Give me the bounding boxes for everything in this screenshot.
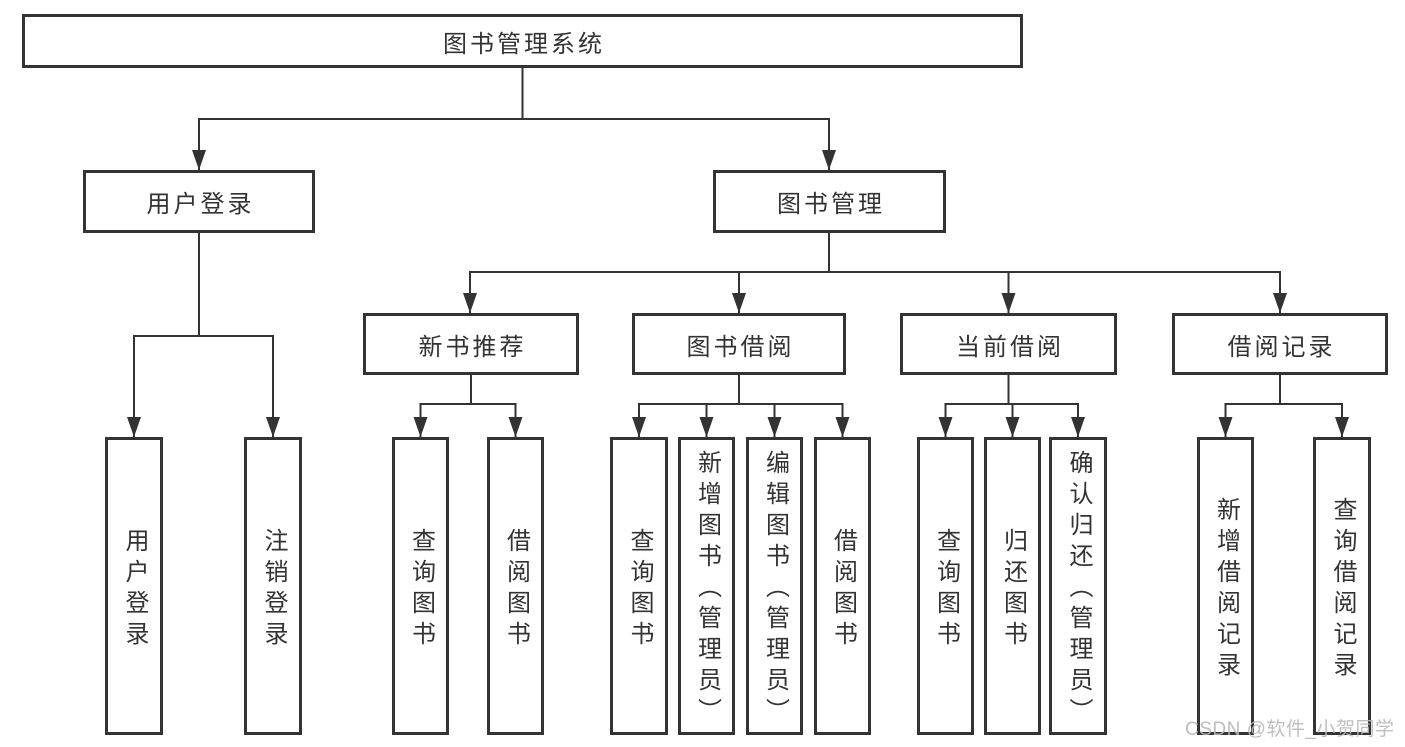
node-current-borrowing: 当前借阅 (900, 313, 1117, 375)
node-borrowing-records: 借阅记录 (1172, 313, 1388, 375)
node-label: 查询图书 (626, 527, 653, 652)
node-label: 用户登录 (146, 191, 255, 218)
leaf-confirm-return-admin: 确认归还（管理员） (1049, 437, 1107, 735)
node-label: 编辑图书（管理员） (761, 450, 789, 729)
node-book-management: 图书管理 (713, 170, 946, 233)
node-label: 新书推荐 (418, 333, 527, 361)
node-label: 借阅图书 (829, 527, 857, 652)
node-label: 借阅图书 (502, 527, 530, 652)
leaf-borrow-books-recommend: 借阅图书 (487, 437, 544, 735)
leaf-borrow-books: 借阅图书 (814, 437, 871, 735)
node-label: 新增借阅记录 (1212, 496, 1240, 683)
node-label: 归还图书 (999, 527, 1027, 652)
node-label: 新增图书（管理员） (693, 450, 721, 729)
node-library-management-system: 图书管理系统 (22, 14, 1023, 68)
node-label: 图书管理 (777, 191, 885, 218)
leaf-edit-books-admin: 编辑图书（管理员） (746, 437, 803, 735)
leaf-query-borrow-record: 查询借阅记录 (1313, 437, 1371, 735)
node-book-borrowing: 图书借阅 (632, 313, 846, 375)
leaf-add-books-admin: 新增图书（管理员） (678, 437, 735, 735)
node-label: 查询图书 (407, 527, 435, 652)
node-label: 注销登录 (260, 527, 287, 652)
node-label: 图书借阅 (686, 333, 795, 361)
leaf-logout: 注销登录 (244, 437, 302, 735)
node-label: 确认归还（管理员） (1065, 450, 1092, 729)
node-label: 图书管理系统 (443, 30, 605, 58)
leaf-user-login: 用户登录 (105, 437, 163, 735)
leaf-query-books-current: 查询图书 (917, 437, 974, 735)
leaf-query-books-borrow: 查询图书 (610, 437, 668, 735)
node-user-login: 用户登录 (83, 170, 315, 233)
node-label: 查询借阅记录 (1329, 496, 1356, 683)
node-label: 当前借阅 (956, 333, 1064, 361)
leaf-query-books-recommend: 查询图书 (392, 437, 449, 735)
leaf-return-books: 归还图书 (984, 437, 1041, 735)
leaf-add-borrow-record: 新增借阅记录 (1197, 437, 1254, 735)
node-label: 用户登录 (121, 527, 148, 652)
node-label: 查询图书 (932, 527, 960, 652)
node-new-book-recommendation: 新书推荐 (363, 313, 579, 375)
node-label: 借阅记录 (1227, 333, 1336, 361)
